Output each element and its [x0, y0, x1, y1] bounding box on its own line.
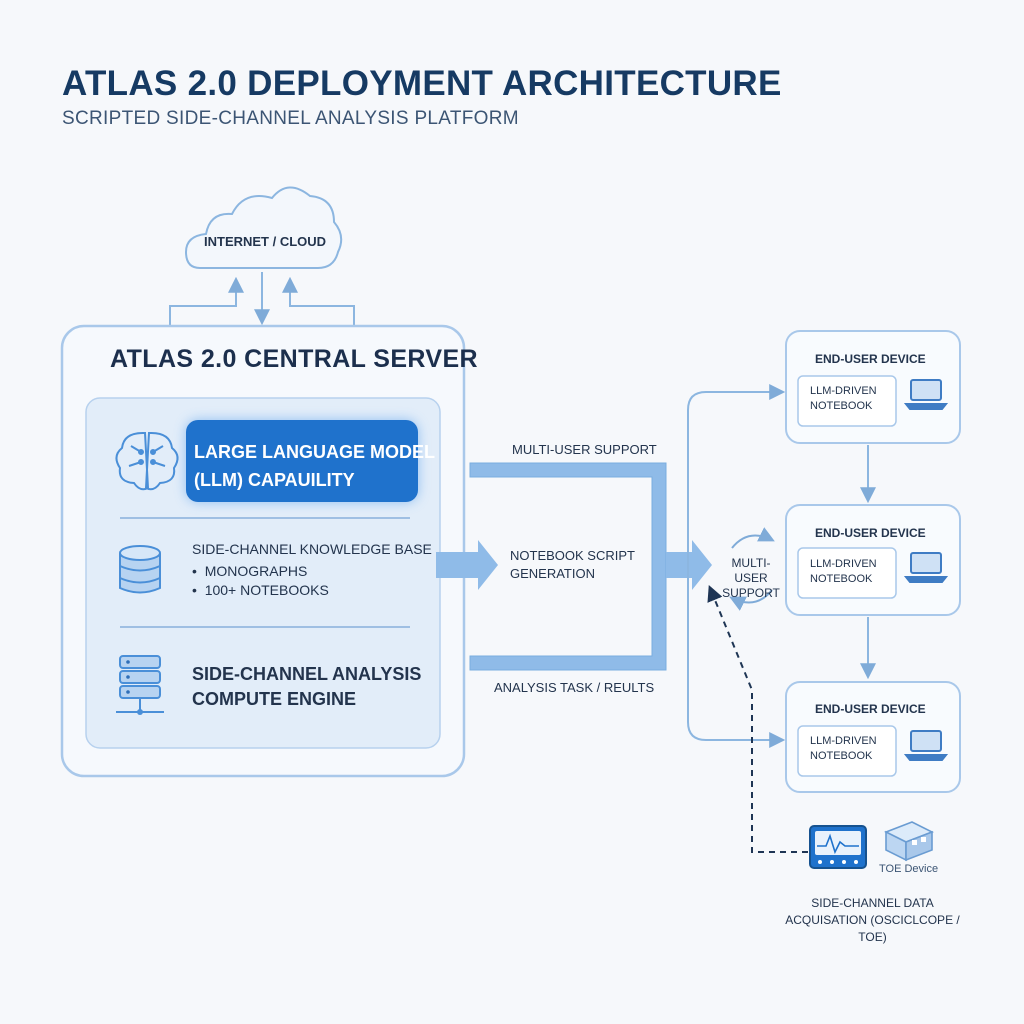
diagram-title: ATLAS 2.0 DEPLOYMENT ARCHITECTURE — [62, 64, 782, 103]
flow-bracket — [469, 462, 667, 671]
acquisition-dashed-link — [707, 585, 808, 853]
laptop-icon — [903, 730, 949, 761]
llm-capability-box — [186, 420, 418, 502]
database-icon — [119, 545, 161, 594]
llm-capability-label: LARGE LANGUAGE MODEL (LLM) CAPAUILITY — [194, 438, 435, 494]
diagram-subtitle: SCRIPTED SIDE-CHANNEL ANALYSIS PLATFORM — [62, 108, 519, 129]
engine-line-1: SIDE-CHANNEL ANALYSIS — [192, 664, 422, 684]
central-server-title: ATLAS 2.0 CENTRAL SERVER — [110, 345, 478, 373]
data-acquisition-label: SIDE-CHANNEL DATA ACQUISATION (OSCICLCOP… — [785, 896, 960, 944]
notebook-script-label: NOTEBOOK SCRIPT GENERATION — [510, 548, 635, 581]
knowledge-base-item: 100+ NOTEBOOKS — [192, 582, 329, 598]
server-stack-icon — [116, 655, 164, 715]
cloud-connectors — [169, 272, 355, 326]
llm-line-1: LARGE LANGUAGE MODEL — [194, 442, 435, 462]
toe-device-icon — [884, 821, 934, 862]
knowledge-base-title: SIDE-CHANNEL KNOWLEDGE BASE — [192, 541, 432, 557]
oscilloscope-icon — [809, 825, 867, 869]
device-fanout-lines — [687, 384, 786, 748]
sync-icon — [729, 527, 775, 611]
multi-user-support-label: MULTI-USER SUPPORT — [512, 442, 657, 457]
compute-engine-label: SIDE-CHANNEL ANALYSIS COMPUTE ENGINE — [192, 662, 421, 712]
cloud-icon — [184, 186, 343, 269]
laptop-icon — [903, 552, 949, 583]
device-title: END-USER DEVICE — [815, 526, 926, 540]
laptop-icon — [903, 379, 949, 410]
cloud-label: INTERNET / CLOUD — [204, 234, 327, 249]
engine-line-2: COMPUTE ENGINE — [192, 689, 357, 709]
device-box-3 — [785, 681, 961, 793]
device-box-1 — [785, 330, 961, 444]
analysis-task-label: ANALYSIS TASK / REULTS — [494, 680, 655, 695]
device-box-2 — [785, 504, 961, 616]
llm-line-2: (LLM) CAPAUILITY — [194, 470, 355, 490]
notebook-label: LLM-DRIVEN NOTEBOOK — [810, 385, 877, 412]
device-title: END-USER DEVICE — [815, 352, 926, 366]
brain-icon — [115, 431, 179, 491]
toe-device-label: TOE Device — [879, 863, 939, 875]
multi-user-support-side-label: MULTI-USER SUPPORT — [722, 556, 780, 600]
knowledge-base-item: MONOGRAPHS — [192, 563, 308, 579]
notebook-label: LLM-DRIVEN NOTEBOOK — [810, 558, 877, 585]
notebook-label: LLM-DRIVEN NOTEBOOK — [810, 735, 877, 762]
device-title: END-USER DEVICE — [815, 702, 926, 716]
server-to-script-arrow — [436, 540, 498, 590]
